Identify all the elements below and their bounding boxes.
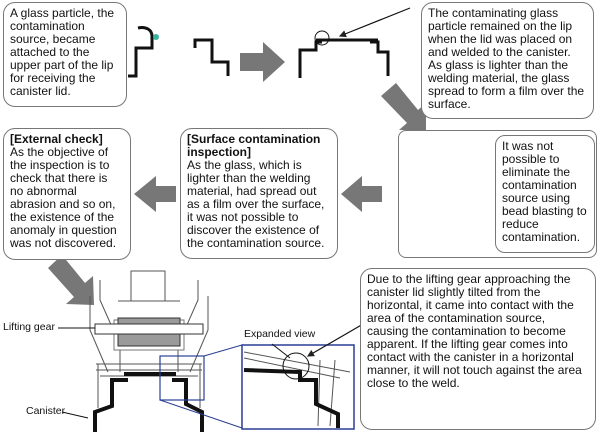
external-check-text: As the objective of the inspection is to… — [10, 145, 117, 250]
flow-arrow-right — [240, 42, 285, 82]
canister-figure — [61, 372, 204, 432]
bead-blasting-box: It was not possible to eliminate the con… — [495, 135, 595, 253]
surface-inspection-heading: [Surface contamination inspection] — [187, 132, 321, 159]
lid-on-canister-sketch — [298, 7, 411, 78]
bead-blasting-text: It was not possible to eliminate the con… — [502, 139, 587, 244]
expanded-view-connector-top — [203, 344, 243, 357]
lifting-gear-note-text: Due to the lifting gear approaching the … — [367, 272, 582, 390]
lip-sketch-plain — [193, 38, 230, 76]
contaminating-glass-box: The contaminating glass particle remaine… — [421, 2, 594, 119]
lip-sketch-with-particle — [128, 26, 159, 78]
external-check-box: [External check] As the objective of the… — [3, 128, 131, 260]
lifting-gear-note-box: Due to the lifting gear approaching the … — [360, 268, 596, 430]
surface-inspection-text: As the glass, which is lighter than the … — [187, 158, 325, 250]
flow-arrow-down — [381, 83, 426, 130]
external-check-heading: [External check] — [10, 132, 103, 146]
flow-arrow-left-1 — [341, 176, 382, 212]
expanded-view-label: Expanded view — [244, 328, 316, 340]
contaminating-glass-text: The contaminating glass particle remaine… — [428, 6, 585, 111]
lifting-gear-label: Lifting gear — [3, 321, 55, 333]
flow-arrow-left-2 — [134, 176, 176, 212]
lifting-gear-figure — [58, 270, 209, 408]
surface-inspection-box: [Surface contamination inspection] As th… — [180, 128, 338, 259]
expanded-view-connector-bottom — [159, 399, 243, 429]
bead-blasting-panel: It was not possible to eliminate the con… — [398, 130, 597, 258]
expanded-view-marker — [159, 355, 205, 401]
glass-particle-box: A glass particle, the contamination sour… — [3, 2, 127, 107]
expanded-view-figure — [241, 319, 371, 430]
glass-particle-text: A glass particle, the contamination sour… — [10, 6, 115, 98]
flow-arrow-diagonal — [48, 255, 94, 305]
canister-label: Canister — [26, 405, 66, 417]
